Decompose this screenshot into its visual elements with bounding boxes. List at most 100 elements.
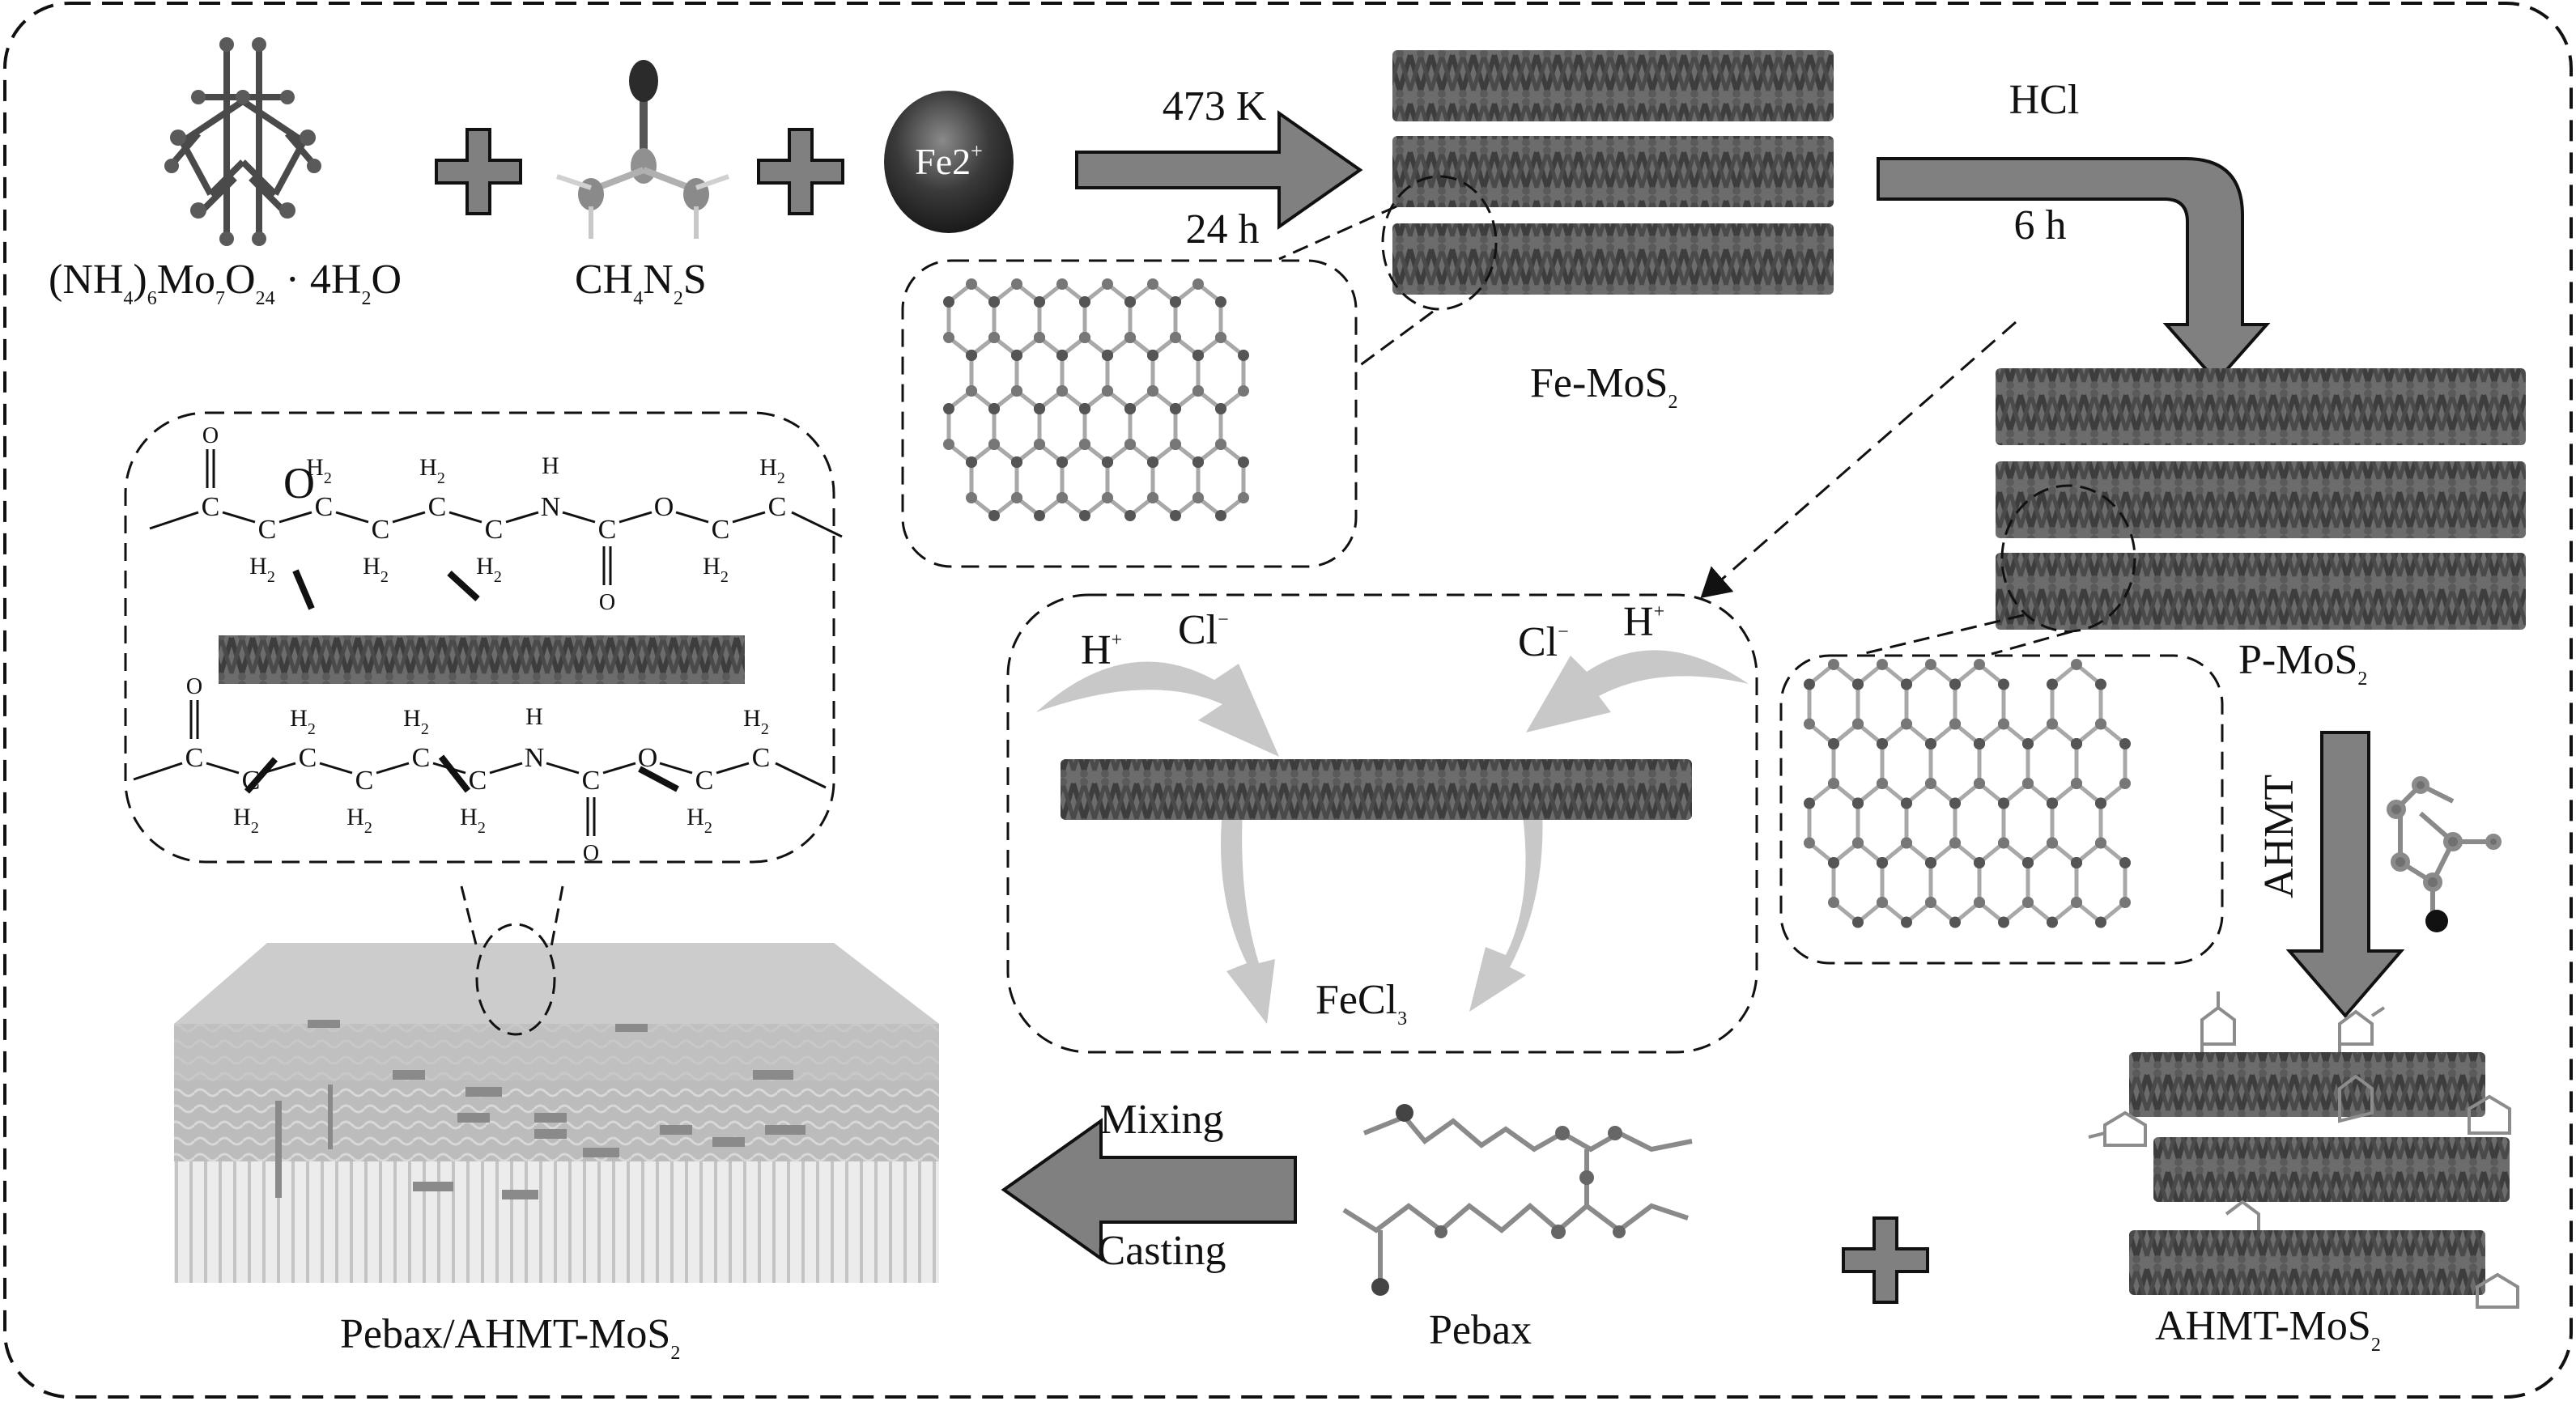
atom [2071,857,2082,868]
atom [1974,857,1985,868]
atom [2095,837,2106,849]
atom [1147,492,1158,503]
atom [1949,678,1961,690]
etching-mechanism-box [1006,593,1758,1054]
fe-ion-label: Fe2+ [915,139,983,182]
acid-time: 6 h [2014,202,2067,248]
atom [2022,778,2034,789]
svg-text:H2: H2 [233,804,259,837]
svg-text:C: C [185,743,204,773]
atom [1056,492,1068,503]
atom [988,332,1000,343]
atom [2071,738,2082,749]
plus-icon [757,128,844,215]
svg-text:C: C [412,743,431,773]
atom [1170,403,1181,414]
atom [1056,350,1068,361]
atom [1925,659,1936,670]
atom [1192,456,1204,468]
atom [1147,456,1158,468]
atom [1877,659,1888,670]
svg-text:O: O [583,841,599,866]
atom [2047,797,2058,809]
atom [2047,837,2058,849]
atom [1215,510,1226,521]
atom [1079,403,1090,414]
atom [2095,797,2106,809]
atom [966,385,977,397]
molybdate-label: (NH4)6Mo7O24 · 4H2O [49,257,402,309]
atom [943,332,954,343]
p-mos2-layers [1996,368,2526,630]
svg-text:C: C [582,766,601,796]
svg-text:H2: H2 [743,705,769,738]
membrane-label: Pebax/AHMT-MoS2 [340,1311,680,1364]
atom [2119,738,2131,749]
svg-text:C: C [428,492,447,522]
atom [1238,350,1249,361]
thiourea-molecule-icon [556,60,729,239]
atom [1034,439,1045,450]
hydrothermal-arrow [1075,110,1363,230]
pebax-molecule-icon [1342,1104,1693,1296]
atom [1998,797,2009,809]
atom [988,296,1000,308]
composite-membrane-icon [174,943,939,1283]
atom [1056,456,1068,468]
atom [1949,837,1961,849]
atom [988,439,1000,450]
atom [1852,916,1864,928]
atom [1170,510,1181,521]
atom [1804,837,1815,849]
atom [1852,797,1864,809]
atom [1034,510,1045,521]
atom [1102,350,1113,361]
atom [1079,296,1090,308]
atom [1238,456,1249,468]
atom [1998,678,2009,690]
svg-text:C: C [372,515,390,545]
atom [1828,778,1839,789]
molybdate-cluster-icon [164,37,321,246]
atom [2071,778,2082,789]
proton-right: H+ [1623,599,1664,645]
atom [2095,916,2106,928]
atom [2047,678,2058,690]
atom [1056,278,1068,290]
atom [1804,678,1815,690]
svg-text:C: C [712,515,730,545]
svg-text:H2: H2 [403,705,429,738]
atom [1828,897,1839,908]
ahmt-step-label: AHMT [2256,775,2302,898]
atom [1998,837,2009,849]
atom [1011,456,1022,468]
svg-text:C: C [752,743,771,773]
atom [2119,778,2131,789]
hydrothermal-time: 24 h [1186,206,1260,253]
atom [1102,492,1113,503]
nanosheet-layer [219,635,745,684]
atom [988,403,1000,414]
interaction-zoom-box [124,411,835,864]
atom [1147,385,1158,397]
lattice-zoom-box [901,259,1358,568]
svg-text:C: C [598,515,617,545]
atom [1901,718,1912,730]
svg-text:H2: H2 [703,553,729,586]
atom [2047,916,2058,928]
svg-text:N: N [541,492,561,522]
svg-text:O: O [283,459,315,507]
atom [1124,332,1136,343]
atom [1925,897,1936,908]
svg-text:C: C [768,492,787,522]
svg-text:O: O [599,590,615,615]
atom [2095,678,2106,690]
mechanism-pointer [1700,321,2017,598]
atom [1949,797,1961,809]
atom [1877,778,1888,789]
hexagonal-lattice-icon [943,278,1249,521]
atom [1974,738,1985,749]
atom [1949,718,1961,730]
atom [1925,738,1936,749]
